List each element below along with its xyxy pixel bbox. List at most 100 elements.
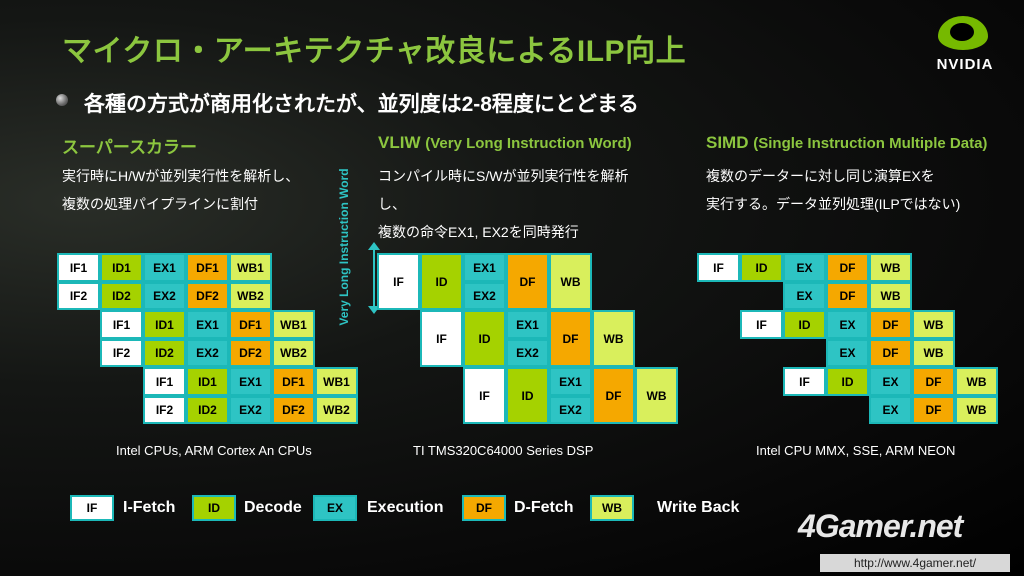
vliw-axis-label: Very Long Instruction Word — [331, 160, 359, 350]
pipeline-cell: ID2 — [143, 339, 186, 367]
pipeline-cell: DF — [869, 310, 912, 339]
pipeline-cell: DF — [869, 339, 912, 367]
legend-swatch-id: ID — [192, 495, 236, 521]
pipeline-cell: IF2 — [100, 339, 143, 367]
pipeline-cell: WB — [912, 310, 955, 339]
pipeline-cell: IF2 — [57, 282, 100, 310]
pipeline-cell: DF2 — [272, 396, 315, 424]
pipeline-cell: EX — [826, 310, 869, 339]
pipeline-cell: IF1 — [143, 367, 186, 396]
pipeline-cell: EX1 — [229, 367, 272, 396]
pipeline-cell: IF — [377, 253, 420, 310]
pipeline-cell: EX — [826, 339, 869, 367]
pipeline-cell: DF — [506, 253, 549, 310]
pipeline-cell: IF2 — [143, 396, 186, 424]
caption-simd: Intel CPU MMX, SSE, ARM NEON — [756, 443, 956, 458]
desc-simd: 複数のデーターに対し同じ演算EXを 実行する。データ並列処理(ILPではない) — [706, 162, 960, 218]
heading-simd: SIMD (Single Instruction Multiple Data) — [706, 133, 987, 153]
desc-line: 実行時にH/Wが並列実行性を解析し、 — [62, 168, 300, 184]
pipeline-cell: WB2 — [272, 339, 315, 367]
legend-swatch-ex: EX — [313, 495, 357, 521]
pipeline-cell: EX2 — [186, 339, 229, 367]
pipeline-cell: WB — [955, 396, 998, 424]
watermark-url[interactable]: http://www.4gamer.net/ — [820, 554, 1010, 572]
watermark-logo: 4Gamer.net — [798, 508, 963, 544]
heading-simd-text: SIMD — [706, 133, 749, 152]
legend-label-df: D-Fetch — [514, 499, 574, 516]
pipeline-cell: EX — [869, 367, 912, 396]
desc-line: コンパイル時にS/Wが並列実行性を解析 — [378, 168, 629, 184]
pipeline-cell: WB — [869, 253, 912, 282]
pipeline-cell: EX — [783, 282, 826, 310]
vliw-arrow-line — [373, 248, 375, 308]
legend-label-id: Decode — [244, 499, 302, 516]
pipeline-cell: EX2 — [463, 282, 506, 310]
desc-line: 複数の処理パイプラインに割付 — [62, 196, 258, 212]
desc-line: し、 — [378, 196, 406, 212]
heading-vliw-sub: (Very Long Instruction Word) — [425, 135, 632, 152]
pipeline-cell: ID — [783, 310, 826, 339]
legend-swatch-wb: WB — [590, 495, 634, 521]
pipeline-cell: DF2 — [229, 339, 272, 367]
desc-vliw: コンパイル時にS/Wが並列実行性を解析 し、 複数の命令EX1, EX2を同時発… — [378, 162, 628, 246]
heading-superscalar-text: スーパースカラー — [62, 138, 197, 157]
pipeline-cell: IF1 — [57, 253, 100, 282]
pipeline-cell: EX — [869, 396, 912, 424]
pipeline-cell: DF1 — [272, 367, 315, 396]
arrow-down-icon — [368, 306, 380, 314]
legend-swatch-if: IF — [70, 495, 114, 521]
pipeline-cell: WB2 — [315, 396, 358, 424]
pipeline-cell: ID — [826, 367, 869, 396]
desc-line: 実行する。データ並列処理(ILPではない) — [706, 196, 961, 212]
pipeline-cell: ID — [463, 310, 506, 367]
pipeline-cell: EX1 — [186, 310, 229, 339]
caption-vliw: TI TMS320C64000 Series DSP — [413, 443, 594, 458]
pipeline-cell: EX1 — [506, 310, 549, 339]
pipeline-cell: DF1 — [186, 253, 229, 282]
pipeline-cell: ID — [506, 367, 549, 424]
pipeline-cell: EX1 — [143, 253, 186, 282]
pipeline-cell: DF — [826, 253, 869, 282]
pipeline-cell: WB — [912, 339, 955, 367]
pipeline-cell: ID1 — [100, 253, 143, 282]
pipeline-cell: EX2 — [506, 339, 549, 367]
pipeline-cell: IF — [697, 253, 740, 282]
pipeline-cell: WB — [549, 253, 592, 310]
pipeline-cell: EX2 — [143, 282, 186, 310]
pipeline-cell: EX2 — [229, 396, 272, 424]
pipeline-cell: WB — [635, 367, 678, 424]
vliw-axis-label-text: Very Long Instruction Word — [337, 168, 351, 326]
bullet-icon — [56, 94, 68, 106]
pipeline-cell: ID2 — [186, 396, 229, 424]
legend-label-if: I-Fetch — [123, 499, 176, 516]
pipeline-cell: WB1 — [315, 367, 358, 396]
desc-line: 複数のデーターに対し同じ演算EXを — [706, 168, 935, 184]
heading-simd-sub: (Single Instruction Multiple Data) — [753, 135, 988, 152]
pipeline-cell: DF — [549, 310, 592, 367]
pipeline-cell: WB2 — [229, 282, 272, 310]
pipeline-cell: IF — [420, 310, 463, 367]
pipeline-cell: WB — [592, 310, 635, 367]
pipeline-cell: ID1 — [186, 367, 229, 396]
pipeline-cell: DF — [912, 396, 955, 424]
legend-label-ex: Execution — [367, 499, 444, 516]
caption-superscalar: Intel CPUs, ARM Cortex An CPUs — [116, 443, 312, 458]
heading-vliw: VLIW (Very Long Instruction Word) — [378, 133, 632, 153]
nvidia-logo: NVIDIA — [922, 16, 1008, 82]
pipeline-cell: WB1 — [229, 253, 272, 282]
slide-subtitle: 各種の方式が商用化されたが、並列度は2-8程度にとどまる — [84, 93, 639, 116]
arrow-up-icon — [368, 242, 380, 250]
legend-swatch-df: DF — [462, 495, 506, 521]
pipeline-cell: WB1 — [272, 310, 315, 339]
heading-superscalar: スーパースカラー — [62, 133, 197, 158]
pipeline-cell: IF — [463, 367, 506, 424]
pipeline-cell: EX — [783, 253, 826, 282]
pipeline-cell: WB — [955, 367, 998, 396]
pipeline-cell: IF — [740, 310, 783, 339]
pipeline-cell: DF — [592, 367, 635, 424]
pipeline-cell: WB — [869, 282, 912, 310]
pipeline-cell: ID — [740, 253, 783, 282]
pipeline-cell: DF2 — [186, 282, 229, 310]
nvidia-logo-text: NVIDIA — [936, 56, 994, 73]
legend-label-wb: Write Back — [657, 499, 740, 516]
